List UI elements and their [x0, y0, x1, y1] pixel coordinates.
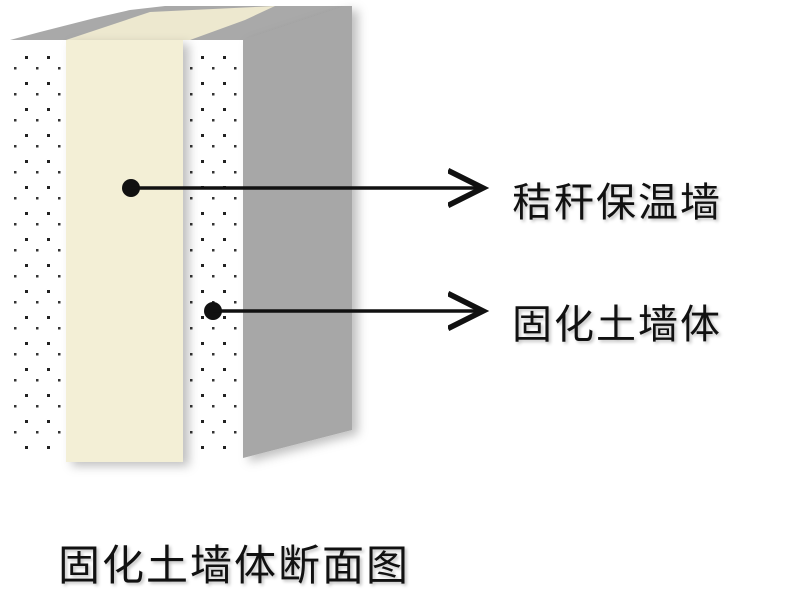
solidified-soil-wall-label: 固化土墙体 [512, 302, 722, 348]
gap-soil-dots [186, 45, 242, 455]
straw-insulation-panel [66, 40, 183, 462]
leader-straw [122, 179, 483, 197]
top-slab-straw [66, 6, 275, 40]
solidified-soil-panel [243, 6, 352, 458]
leader-soil [204, 302, 483, 320]
left-soil-dots [8, 45, 66, 455]
straw-wall-label: 秸秆保温墙 [512, 180, 722, 226]
diagram-caption: 固化土墙体断面图 [58, 541, 411, 590]
